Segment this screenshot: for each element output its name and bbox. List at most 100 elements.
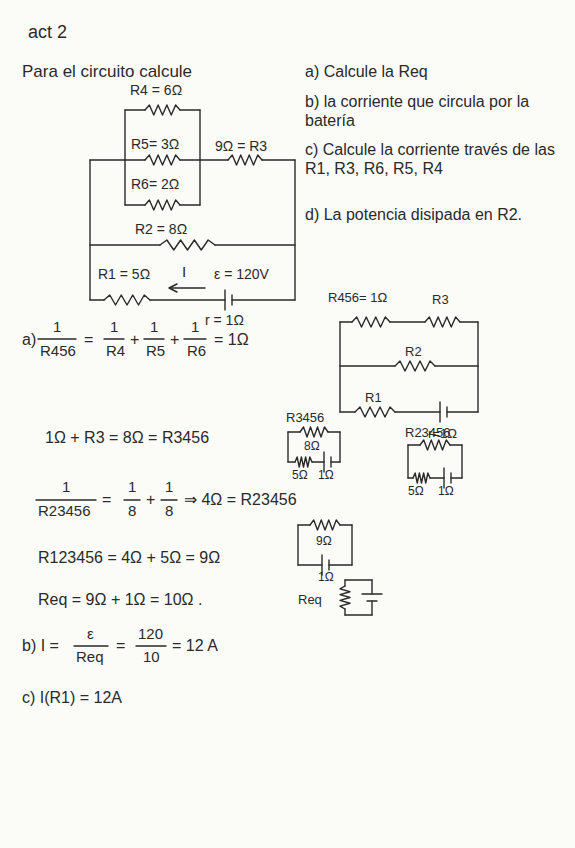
handwritten-note: =: [102, 490, 111, 509]
handwritten-note: 9Ω: [316, 534, 332, 548]
handwritten-note: ε: [87, 625, 94, 643]
fraction-bar: [38, 338, 76, 339]
wire: [298, 524, 310, 525]
handwritten-note: 1: [53, 318, 61, 336]
wire: [125, 204, 145, 205]
wire: [297, 525, 298, 565]
fraction-bar: [36, 499, 96, 500]
resistor-symbol: [340, 586, 350, 609]
handwritten-note: R1 = 5Ω: [98, 266, 150, 283]
handwritten-note: 1: [128, 478, 136, 496]
handwritten-note: R6: [187, 342, 206, 360]
battery-symbol: [224, 290, 225, 310]
handwritten-note: 1Ω: [318, 468, 334, 482]
handwritten-note: R2: [405, 344, 422, 360]
handwritten-note: b) la corriente que circula por la bater…: [305, 92, 555, 130]
handwritten-note: R23456: [38, 502, 91, 520]
handwritten-note: = 1Ω: [214, 330, 249, 349]
handwritten-note: 10: [143, 648, 160, 666]
wire: [180, 109, 200, 110]
handwritten-note: 120: [138, 625, 163, 643]
current-arrow: [170, 287, 205, 288]
resistor-symbol: [300, 427, 328, 437]
wire: [199, 110, 200, 205]
handwritten-note: Req: [298, 592, 322, 608]
handwritten-note: c) I(R1) = 12A: [22, 688, 122, 707]
wire: [408, 444, 420, 445]
wire: [371, 580, 372, 594]
wire: [450, 444, 462, 445]
handwritten-note: r = 1Ω: [205, 312, 244, 329]
wire: [328, 431, 340, 432]
wire: [89, 160, 90, 300]
wire: [215, 244, 295, 245]
resistor-symbol: [395, 361, 435, 371]
handwritten-note: 5Ω: [408, 484, 424, 498]
wire: [180, 159, 200, 160]
wire: [344, 580, 345, 586]
wire: [294, 160, 295, 300]
resistor-symbol: [104, 295, 150, 305]
wire: [125, 109, 145, 110]
handwritten-note: R456: [40, 342, 76, 360]
wire: [435, 365, 478, 366]
fraction-bar: [161, 499, 177, 500]
wire: [288, 461, 295, 462]
fraction-bar: [104, 338, 124, 339]
wire: [345, 579, 372, 580]
handwritten-note: 1: [191, 318, 199, 336]
fraction-bar: [124, 499, 140, 500]
resistor-symbol: [310, 520, 340, 530]
handwritten-note: +: [146, 490, 155, 509]
handwritten-note: d) La potencia disipada en R2.: [305, 205, 555, 224]
handwritten-note: 8: [165, 502, 173, 520]
handwritten-note: R5= 3Ω: [131, 136, 179, 153]
handwritten-note: 8: [128, 502, 136, 520]
wire: [340, 321, 352, 322]
page-title: act 2: [28, 22, 67, 44]
handwritten-note: 5Ω: [292, 468, 308, 482]
wire: [408, 477, 413, 478]
handwritten-note: Req = 9Ω + 1Ω = 10Ω .: [38, 590, 202, 609]
handwritten-note: 1: [62, 478, 70, 496]
resistor-symbol: [352, 317, 390, 327]
resistor-symbol: [425, 317, 460, 327]
handwritten-note: a) Calcule la Req: [305, 62, 428, 81]
handwritten-note: = 12 A: [172, 636, 218, 655]
wire: [461, 445, 462, 478]
wire: [329, 564, 352, 565]
handwritten-note: R2 = 8Ω: [135, 221, 187, 238]
resistor-symbol: [160, 240, 215, 250]
resistor-symbol: [295, 457, 312, 467]
handwritten-note: R6= 2Ω: [131, 176, 179, 193]
handwritten-note: =: [84, 330, 93, 349]
wire: [287, 432, 288, 462]
handwritten-note: 1Ω: [438, 484, 454, 498]
handwritten-note: 8Ω: [304, 439, 320, 453]
handwritten-note: R4: [106, 342, 125, 360]
resistor-symbol: [420, 440, 450, 450]
handwritten-note: R23456: [405, 425, 451, 441]
handwritten-note: ⇒ 4Ω = R23456: [184, 490, 297, 509]
handwritten-note: R5: [146, 342, 165, 360]
resistor-symbol: [145, 200, 180, 210]
handwritten-note: R1: [365, 390, 382, 406]
handwritten-note: 1: [150, 318, 158, 336]
wire: [340, 411, 355, 412]
wire: [124, 110, 125, 205]
resistor-symbol: [228, 155, 262, 165]
handwritten-note: Req: [76, 648, 104, 666]
handwritten-note: Para el circuito calcule: [22, 62, 192, 82]
resistor-symbol: [413, 473, 430, 483]
handwritten-note: R4 = 6Ω: [130, 82, 182, 99]
fraction-bar: [184, 338, 206, 339]
handwritten-note: =: [116, 636, 125, 655]
wire: [371, 601, 372, 615]
handwritten-note: R456= 1Ω: [328, 290, 387, 306]
wire: [340, 365, 395, 366]
handwritten-note: R3456: [286, 410, 324, 426]
wire: [339, 322, 340, 412]
handwritten-note: 1Ω + R3 = 8Ω = R3456: [45, 428, 209, 447]
handwritten-note: +: [130, 330, 139, 349]
